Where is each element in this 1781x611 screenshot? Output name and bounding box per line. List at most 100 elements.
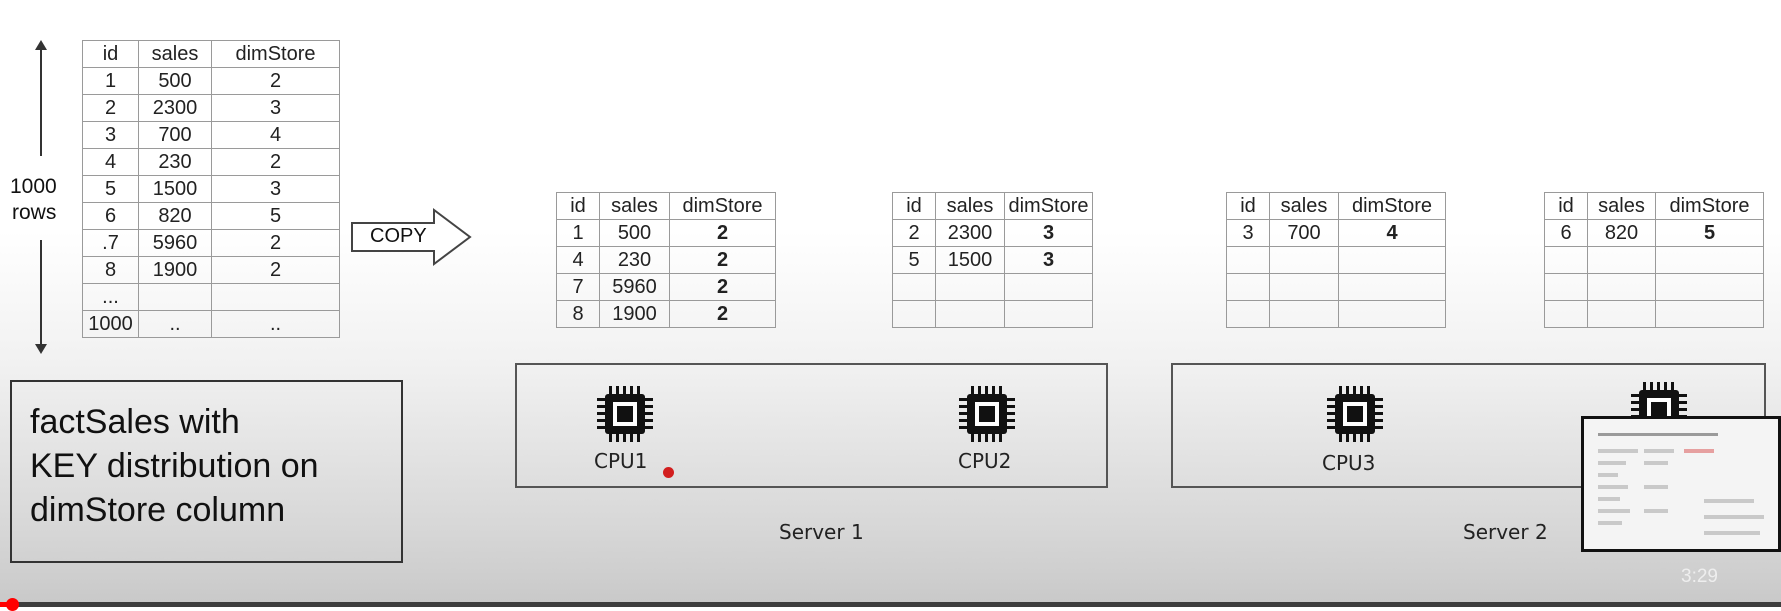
table-cell — [1269, 300, 1339, 328]
table-cell: 4 — [82, 148, 139, 176]
copy-arrow — [351, 208, 472, 266]
table-cell: 6 — [1544, 219, 1588, 247]
table-header-cell: id — [892, 192, 936, 220]
table-cell — [211, 283, 340, 311]
rows-unit-label: rows — [12, 201, 57, 224]
cpu-chip-icon — [597, 386, 653, 442]
table-cell — [1544, 300, 1588, 328]
table-cell — [1655, 300, 1764, 328]
table-cell — [138, 283, 212, 311]
pointer-dot — [663, 467, 674, 478]
table-cell: 8 — [82, 256, 139, 284]
table-cell — [892, 300, 936, 328]
table-cell — [1544, 273, 1588, 301]
table-cell: 1000 — [82, 310, 139, 338]
video-progress-bar[interactable] — [0, 598, 1781, 611]
table-cell: 2 — [669, 219, 776, 247]
table-cell: 1 — [556, 219, 600, 247]
table-cell: 1900 — [138, 256, 212, 284]
table-cell: 3 — [211, 175, 340, 203]
video-preview-thumbnail[interactable] — [1581, 416, 1781, 552]
table-header-cell: dimStore — [669, 192, 776, 220]
table-cell — [1587, 273, 1656, 301]
rows-count-label: 1000 — [10, 175, 57, 198]
table-cell: 3 — [1226, 219, 1270, 247]
cpu2-label: CPU2 — [958, 449, 1012, 473]
table-cell — [1226, 273, 1270, 301]
table-header-cell: dimStore — [1655, 192, 1764, 220]
table-cell: 4 — [556, 246, 600, 274]
server-1-label: Server 1 — [779, 520, 864, 544]
table-row — [1226, 273, 1446, 301]
table-cell — [1655, 246, 1764, 274]
table-cell: 1 — [82, 67, 139, 95]
table-cell: 5960 — [599, 273, 670, 301]
table-cell — [1226, 246, 1270, 274]
table-row: 1000.... — [82, 310, 340, 338]
video-scrubber-handle[interactable] — [6, 598, 19, 611]
server-1-box — [515, 363, 1108, 488]
table-header-cell: sales — [935, 192, 1005, 220]
table-cell — [1004, 273, 1093, 301]
table-row — [1544, 273, 1764, 301]
table-cell: 5 — [211, 202, 340, 230]
cpu-chip-icon — [1327, 386, 1383, 442]
table-row — [892, 273, 1093, 301]
table-cell: 1500 — [935, 246, 1005, 274]
table-row — [1226, 300, 1446, 328]
table-cell: 6 — [82, 202, 139, 230]
table-row: ... — [82, 283, 340, 311]
table-row — [1544, 246, 1764, 274]
table-header-cell: sales — [1269, 192, 1339, 220]
table-header-cell: id — [1226, 192, 1270, 220]
table-cell — [1004, 300, 1093, 328]
table-cell — [892, 273, 936, 301]
table-header-cell: sales — [1587, 192, 1656, 220]
table-cell: 2 — [669, 246, 776, 274]
table-header-cell: dimStore — [1338, 192, 1446, 220]
table-header-cell: sales — [138, 40, 212, 68]
table-cell — [1269, 246, 1339, 274]
table-cell: 2 — [669, 273, 776, 301]
table-cell: 8 — [556, 300, 600, 328]
table-cell — [1655, 273, 1764, 301]
table-cell: ... — [82, 283, 139, 311]
table-header-cell: dimStore — [1004, 192, 1093, 220]
table-header-cell: id — [556, 192, 600, 220]
description-line-3: dimStore column — [30, 491, 286, 529]
table-cell — [1587, 246, 1656, 274]
table-cell: 1900 — [599, 300, 670, 328]
video-timestamp: 3:29 — [1681, 566, 1718, 587]
table-row — [1226, 246, 1446, 274]
table-header-cell: id — [1544, 192, 1588, 220]
server-2-label: Server 2 — [1463, 520, 1548, 544]
table-cell: 3 — [1004, 219, 1093, 247]
cpu-chip-icon — [959, 386, 1015, 442]
table-cell — [1338, 300, 1446, 328]
table-cell: 2 — [669, 300, 776, 328]
table-header-cell: sales — [599, 192, 670, 220]
table-cell — [1544, 246, 1588, 274]
table-cell: 820 — [138, 202, 212, 230]
table-cell: .. — [138, 310, 212, 338]
table-cell: 1500 — [138, 175, 212, 203]
table-cell: 230 — [138, 148, 212, 176]
table-cell: 230 — [599, 246, 670, 274]
table-cell — [935, 300, 1005, 328]
